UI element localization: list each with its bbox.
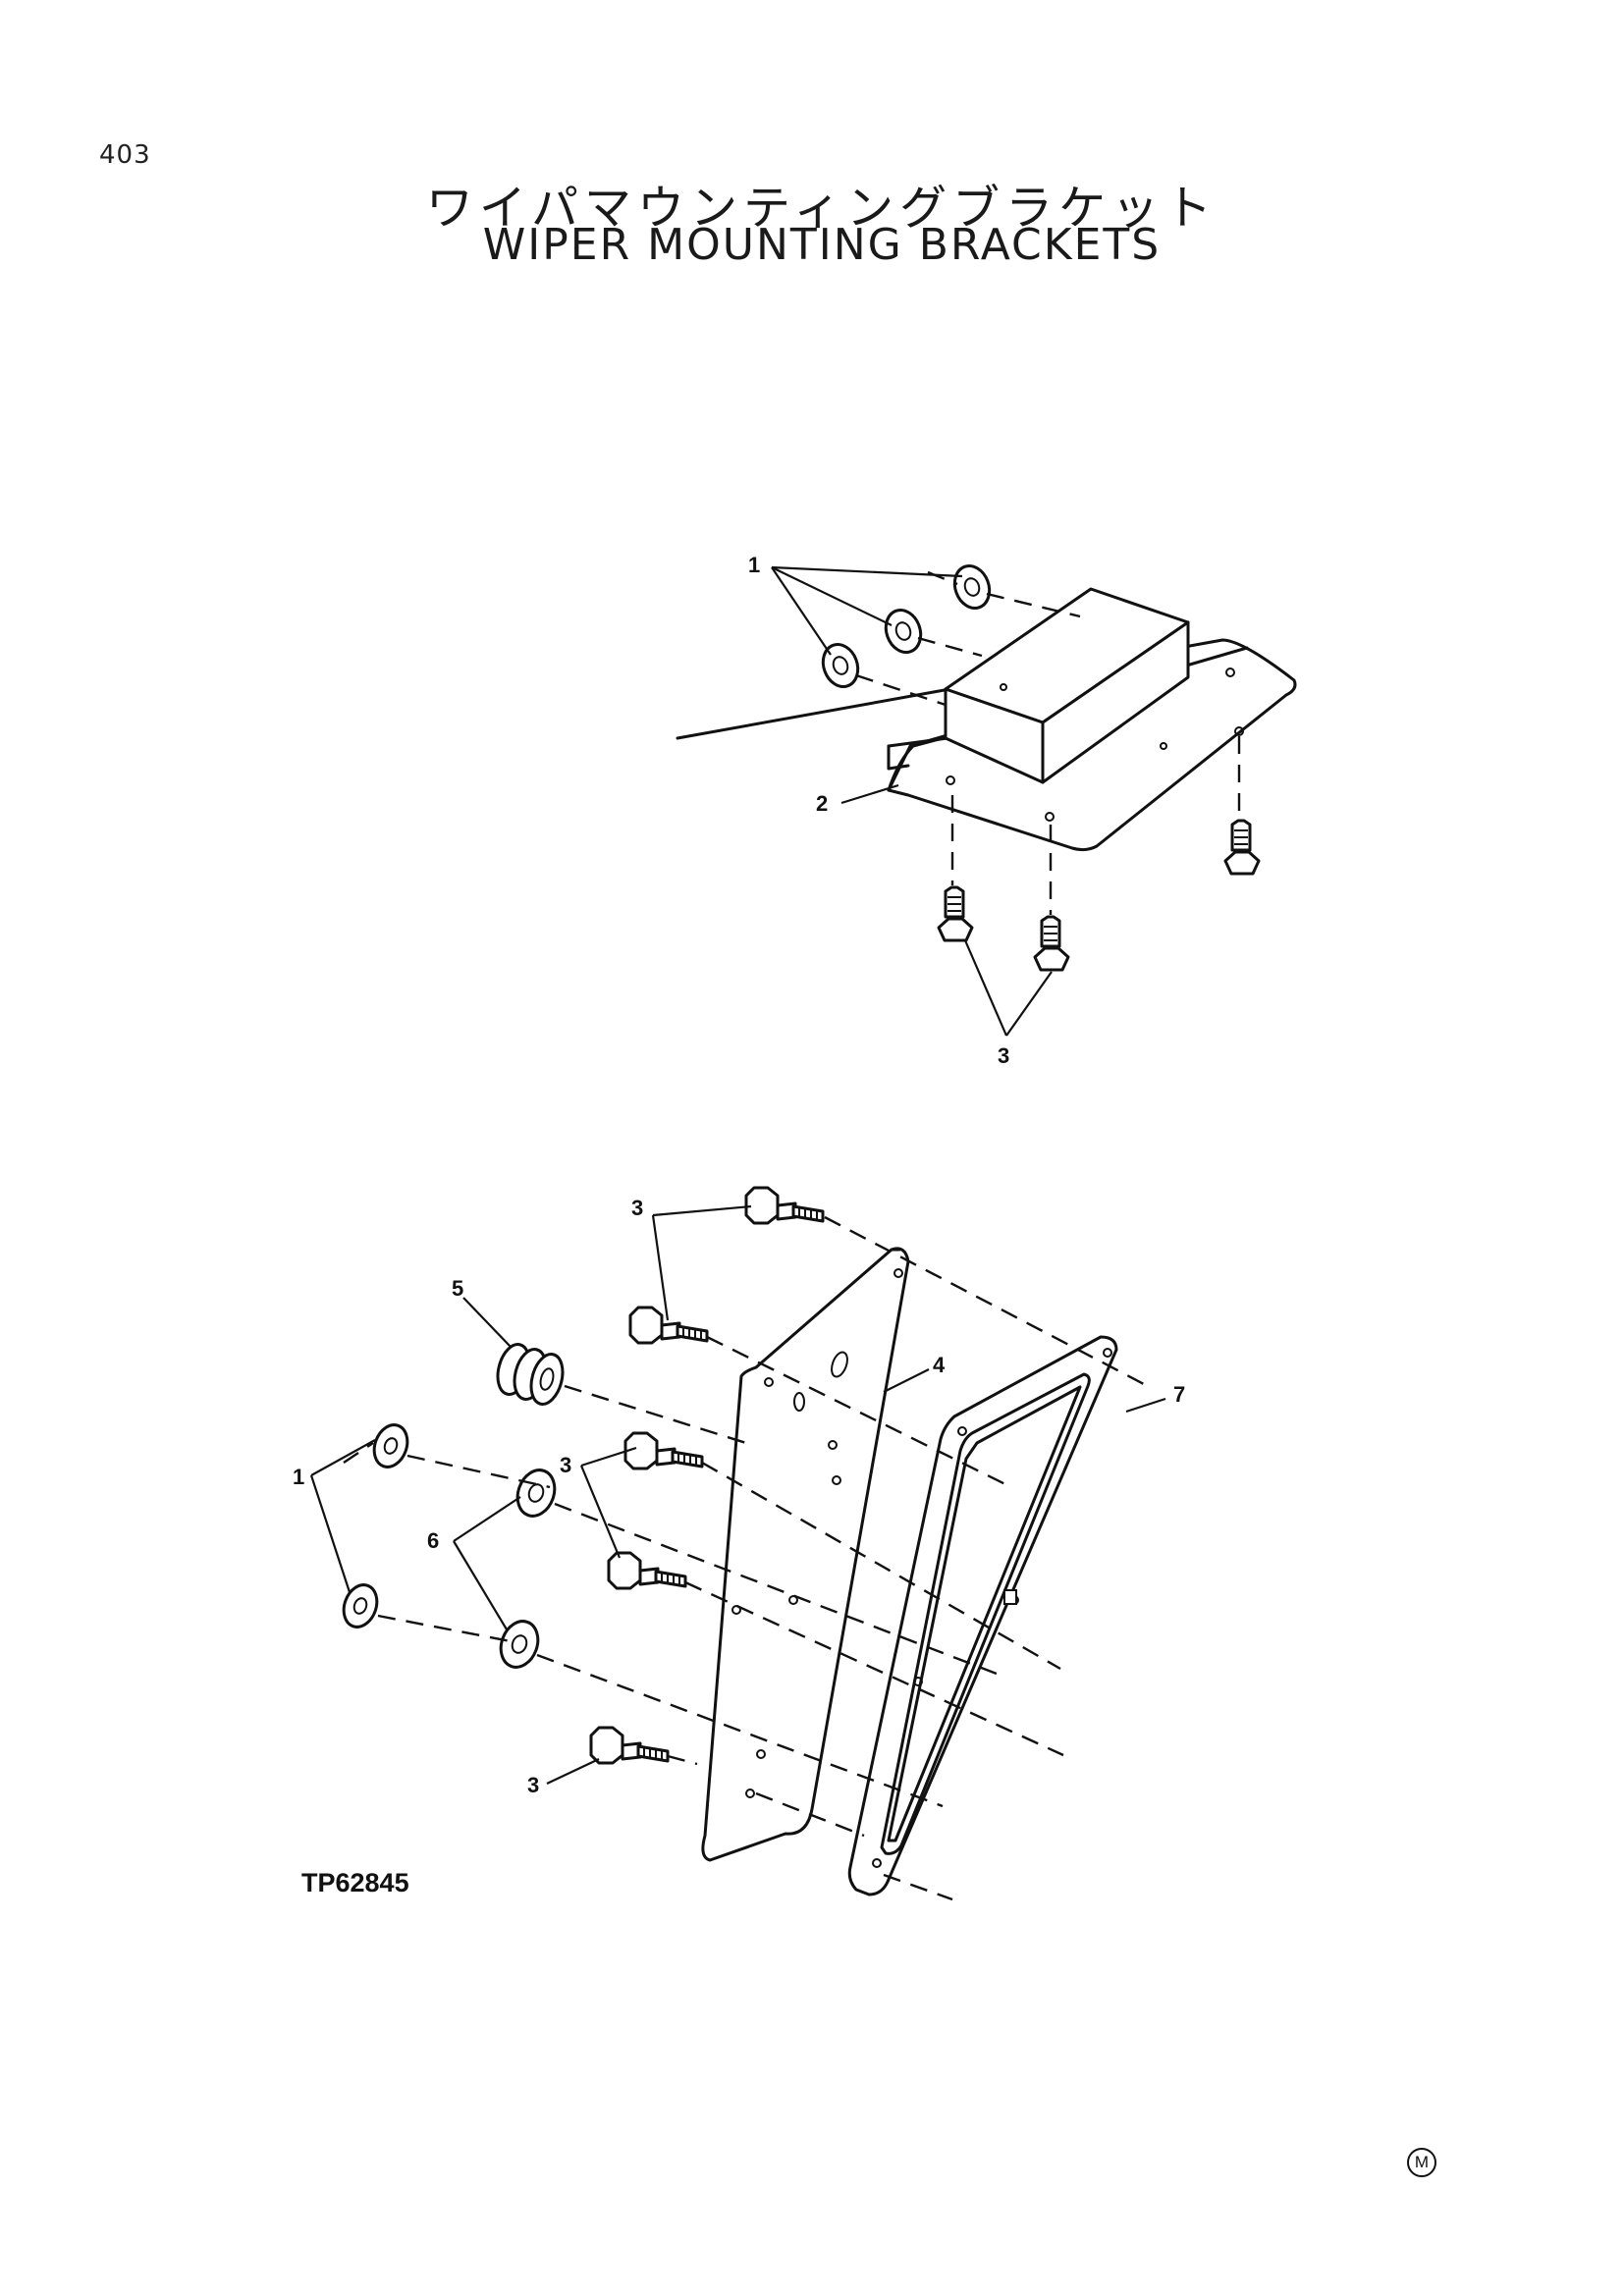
callout-lower-3a: 3 [631,1196,643,1220]
wiper-gasket-frame [847,1335,1118,1896]
page-number: 403 [99,140,151,170]
upper-washer-1b [884,609,923,654]
lower-bolt-3b [628,1306,709,1345]
callout-lower-1: 1 [293,1465,304,1489]
lower-washer-1a [372,1423,409,1468]
grommet-5 [496,1343,565,1406]
callout-lower-6: 6 [427,1528,439,1553]
callout-lower-3c: 3 [527,1773,539,1797]
lower-bolt-3c [623,1431,704,1470]
upper-bolt-3c [1223,819,1261,876]
callout-upper-1: 1 [748,553,760,577]
upper-bolt-3a [937,885,974,942]
upper-washer-1a [952,564,992,610]
upper-washer-1c [821,643,860,688]
callout-upper-2: 2 [816,791,828,816]
lower-washer-1b [342,1583,379,1629]
upper-assembly: 1 2 3 [676,553,1297,1068]
callout-upper-3: 3 [998,1043,1009,1068]
corner-mark: M [1407,2148,1436,2177]
lower-washer-6b [499,1620,540,1669]
callout-lower-3b: 3 [560,1453,571,1477]
title-english: WIPER MOUNTING BRACKETS [482,220,1162,270]
callout-lower-7: 7 [1173,1382,1185,1407]
upper-bolt-3b [1033,915,1070,972]
wiper-bracket-plate [701,1247,910,1862]
callout-lower-4: 4 [933,1353,946,1377]
lower-bolt-3a [744,1186,825,1225]
upper-box-cover [944,587,1190,784]
drawing-id: TP62845 [301,1868,409,1897]
lower-bolt-3e [589,1726,670,1765]
lower-bolt-3d [607,1551,687,1590]
callout-lower-5: 5 [452,1276,463,1301]
title-japanese: ワイパマウンティングブラケット [425,181,1218,236]
lower-assembly: 3 5 4 7 1 3 6 3 [293,1186,1185,1901]
lower-washer-6a [515,1468,557,1518]
